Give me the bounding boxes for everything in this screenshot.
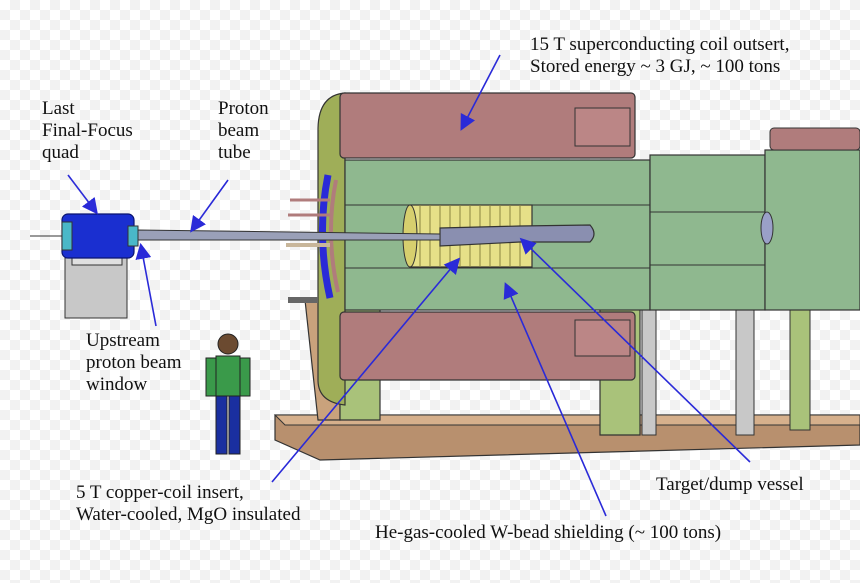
arrow-vessel bbox=[519, 237, 751, 463]
label-quad-line3: quad bbox=[42, 142, 79, 163]
arrow-shielding bbox=[503, 282, 607, 517]
arrow-insert bbox=[271, 257, 461, 483]
label-tube: Proton beam tube bbox=[218, 98, 269, 164]
label-insert-line1: 5 T copper-coil insert, bbox=[76, 482, 244, 503]
arrow-outsert bbox=[460, 54, 501, 131]
label-quad-line1: Last bbox=[42, 98, 75, 119]
target-dump-vessel bbox=[439, 224, 595, 247]
label-quad-line2: Final-Focus bbox=[42, 120, 133, 141]
label-outsert-line2: Stored energy ~ 3 GJ, ~ 100 tons bbox=[530, 56, 781, 77]
arrow-tube bbox=[190, 179, 229, 233]
label-insert-line2: Water-cooled, MgO insulated bbox=[76, 504, 301, 525]
label-shielding: He-gas-cooled W-bead shielding (~ 100 to… bbox=[375, 522, 722, 543]
sc-coil-outsert-upper bbox=[339, 92, 636, 159]
arrow-quad bbox=[67, 174, 98, 215]
label-outsert-line1: 15 T superconducting coil outsert, bbox=[530, 34, 790, 55]
label-outsert: 15 T superconducting coil outsert, Store… bbox=[530, 34, 789, 78]
support-platform bbox=[273, 414, 860, 461]
label-tube-line3: tube bbox=[218, 142, 251, 163]
label-window-line3: window bbox=[86, 374, 148, 395]
arrow-window bbox=[135, 242, 157, 327]
callout-arrows bbox=[67, 54, 751, 517]
sc-coil-outsert-lower bbox=[339, 311, 636, 381]
label-window-line1: Upstream bbox=[86, 330, 160, 351]
label-insert: 5 T copper-coil insert, Water-cooled, Mg… bbox=[76, 482, 300, 526]
human-scale-figure bbox=[205, 333, 251, 455]
label-tube-line1: Proton bbox=[218, 98, 269, 119]
label-window: Upstream proton beam window bbox=[86, 330, 182, 396]
label-window-line2: proton beam bbox=[86, 352, 182, 373]
label-vessel: Target/dump vessel bbox=[656, 474, 804, 495]
label-quad: Last Final-Focus quad bbox=[42, 98, 133, 164]
label-tube-line2: beam bbox=[218, 120, 260, 141]
final-focus-quad bbox=[30, 213, 139, 319]
